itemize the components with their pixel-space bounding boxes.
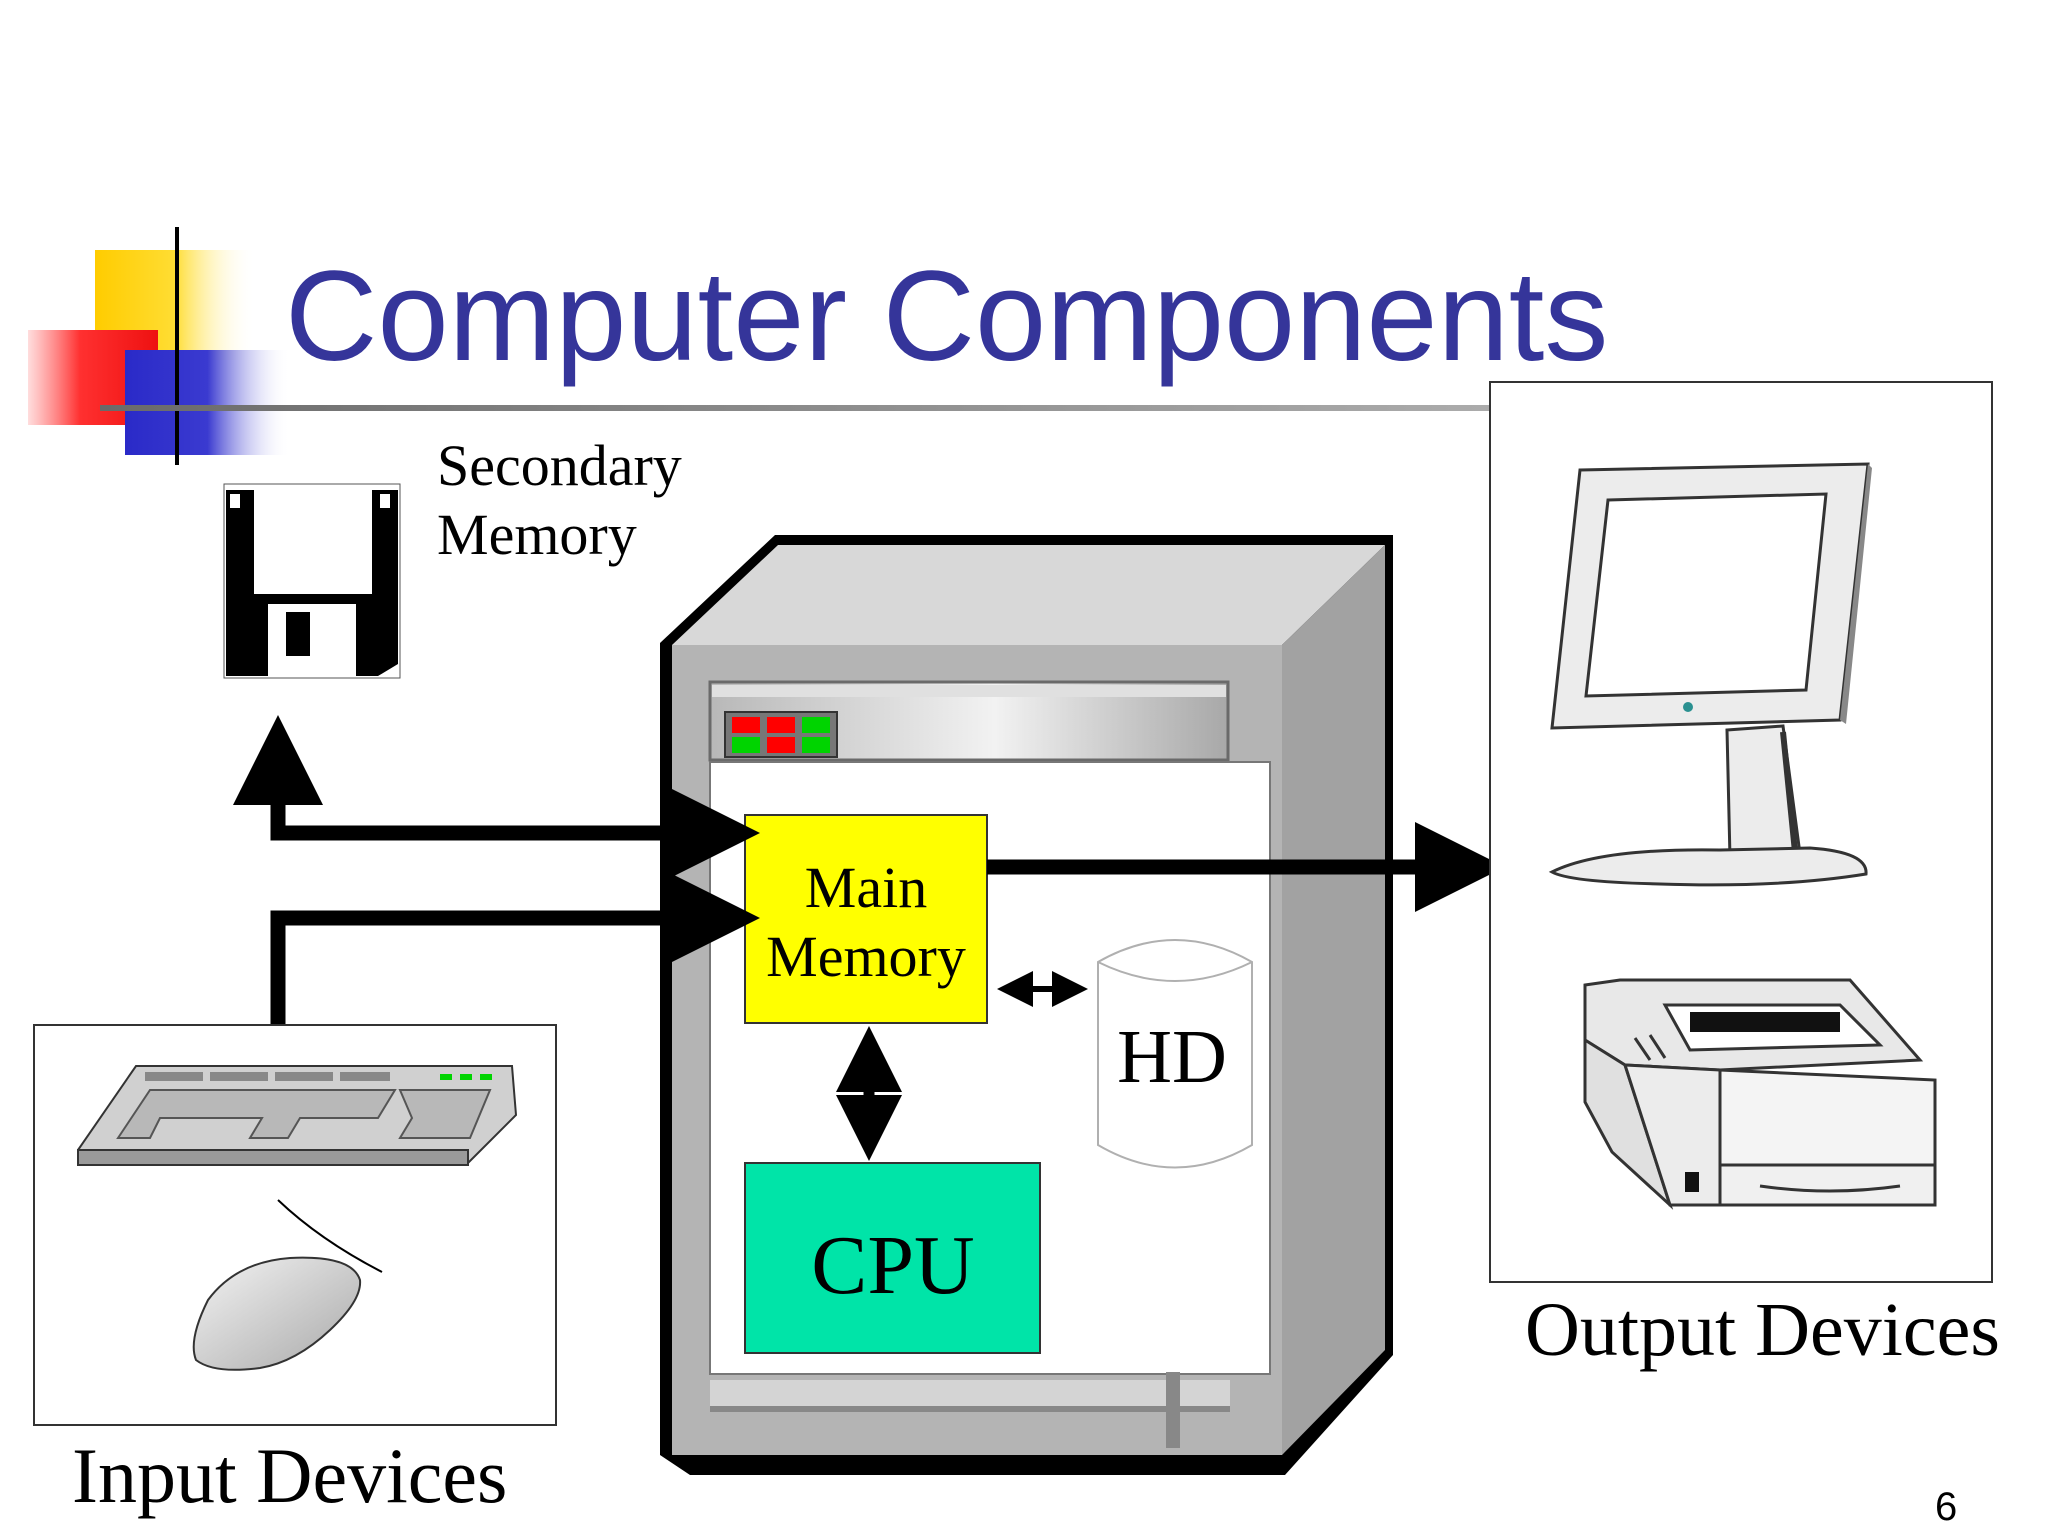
secondary-memory-label-line1: Secondary bbox=[437, 433, 682, 498]
led-panel bbox=[724, 711, 838, 758]
mouse-icon bbox=[192, 1199, 383, 1371]
keyboard-icon bbox=[77, 1065, 518, 1166]
arrow-secondary-memory-to-main-memory bbox=[233, 715, 760, 878]
main-memory-label-line1: Main bbox=[805, 855, 927, 920]
deco-blue-square bbox=[125, 350, 290, 455]
cpu-label: CPU bbox=[811, 1219, 974, 1312]
floppy-disk-icon bbox=[223, 483, 401, 679]
slide-title: Computer Components bbox=[285, 245, 1608, 388]
page-number: 6 bbox=[1935, 1485, 1957, 1529]
hard-disk-icon bbox=[1097, 939, 1253, 1169]
secondary-memory-label-line2: Memory bbox=[437, 502, 637, 567]
hd-label: HD bbox=[1117, 1015, 1227, 1099]
main-memory-box bbox=[744, 814, 988, 1024]
printer-icon bbox=[1583, 978, 1937, 1210]
title-rule bbox=[100, 405, 1960, 411]
main-memory-label-line2: Memory bbox=[766, 924, 966, 989]
output-devices-label: Output Devices bbox=[1525, 1288, 2000, 1372]
title-decoration bbox=[28, 227, 1960, 465]
cpu-box bbox=[744, 1162, 1041, 1354]
monitor-icon bbox=[1548, 462, 1872, 887]
input-devices-label: Input Devices bbox=[72, 1432, 507, 1519]
arrow-input-devices-to-main-memory bbox=[270, 873, 760, 1025]
data-flow-arrows bbox=[233, 715, 1505, 1161]
